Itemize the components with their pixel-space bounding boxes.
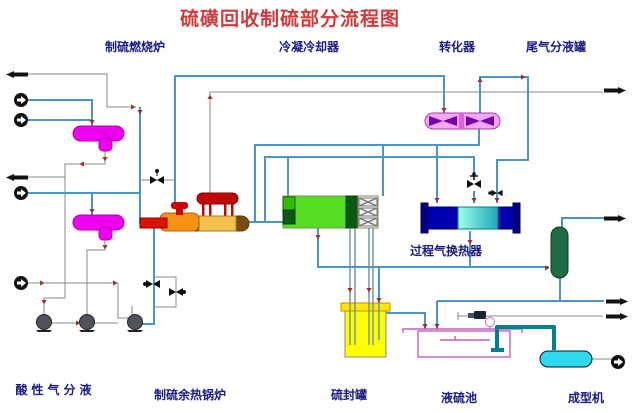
pipe-gas-to-burner [139, 107, 142, 224]
sulfur-seal-tank [340, 228, 391, 358]
valve-bowtie-5 [488, 189, 503, 197]
flow-out-arrow-left-1 [6, 71, 28, 78]
tail-gas-separator-drum [550, 226, 569, 279]
pipe-tailgas-out [561, 217, 604, 227]
pipe-trunk-top [174, 75, 445, 203]
pipe-drum1-drain [43, 151, 106, 315]
valve-bowtie-4 [467, 172, 481, 188]
sulfur-dip-tubes [349, 228, 380, 345]
label-acid-gas-separation: 酸性气分液 [15, 383, 96, 397]
molten-sulfur-pipe [495, 325, 556, 350]
pump-icon-1 [35, 314, 53, 333]
pipe-trunk-mid1 [254, 129, 480, 222]
process-lines [27, 75, 604, 329]
pipe-acid-gas-riser [142, 228, 155, 325]
tube-bundle [357, 195, 379, 229]
label-tail-gas-drum: 尾气分液罐 [525, 40, 586, 54]
label-condenser: 冷凝冷却器 [278, 40, 339, 54]
acid-gas-separator-drum-1 [72, 125, 125, 152]
label-converter: 转化器 [438, 40, 475, 54]
pipe-feed1 [27, 99, 93, 126]
process-gas-heat-exchanger [420, 202, 521, 234]
converter-vessel [424, 112, 501, 130]
label-forming-machine: 成型机 [567, 391, 604, 405]
liquid-sulfur-pool [402, 328, 523, 358]
forming-machine [539, 350, 593, 368]
pressure-gauge [485, 317, 495, 330]
label-furnace: 制硫燃烧炉 [104, 40, 165, 54]
valve-bowtie-1 [150, 169, 164, 184]
combustion-furnace [139, 202, 250, 232]
pipe-steam-export [209, 91, 603, 193]
label-sulfur-seal-tank: 硫封罐 [330, 388, 367, 402]
page-title: 硫磺回收制硫部分流程图 [180, 9, 401, 30]
pipe-trunk-mid2 [264, 156, 475, 222]
flow-source-circle-1 [14, 93, 28, 107]
flow-source-circle-3 [14, 186, 28, 200]
pump-icon-2 [78, 314, 96, 333]
burner-inlet-nozzle [139, 217, 168, 229]
label-waste-heat-boiler: 制硫余热锅炉 [153, 388, 226, 402]
acid-gas-separator-drum-2 [72, 214, 125, 241]
pool-pump-foot [491, 348, 504, 352]
flow-out-arrow-right-steam [604, 87, 626, 94]
burner-pilot-stem [176, 206, 183, 215]
valve-bowtie-3 [169, 288, 186, 296]
condenser-cooler [282, 195, 379, 229]
flow-source-circle-2 [14, 113, 28, 127]
pipe-drum1-overhead [25, 73, 136, 108]
pump-icon-3 [126, 314, 144, 333]
label-liquid-sulfur-pool: 液硫池 [440, 391, 477, 405]
burner-pilot-cap [171, 202, 188, 209]
pool-vertical-pump [468, 311, 486, 319]
flow-out-arrow-right-3 [606, 298, 628, 305]
flow-out-arrow-right-tailgas [604, 215, 626, 222]
flow-source-circle-4 [14, 276, 28, 290]
pipe-sealtank-outlet [386, 312, 426, 329]
flow-dest-circle-right [611, 355, 625, 369]
steam-drum [196, 192, 239, 217]
label-process-gas-exchanger: 过程气换热器 [409, 244, 482, 258]
pipe-source4 [28, 282, 128, 319]
flow-out-arrow-left-2 [6, 174, 28, 181]
flow-out-arrow-right-4 [606, 313, 628, 320]
pipe-converter-outlet [479, 76, 529, 203]
pipe-to-tailgas-drum [317, 228, 549, 268]
valve-bowtie-2 [143, 280, 160, 288]
pipe-drum2-drain [86, 240, 106, 315]
